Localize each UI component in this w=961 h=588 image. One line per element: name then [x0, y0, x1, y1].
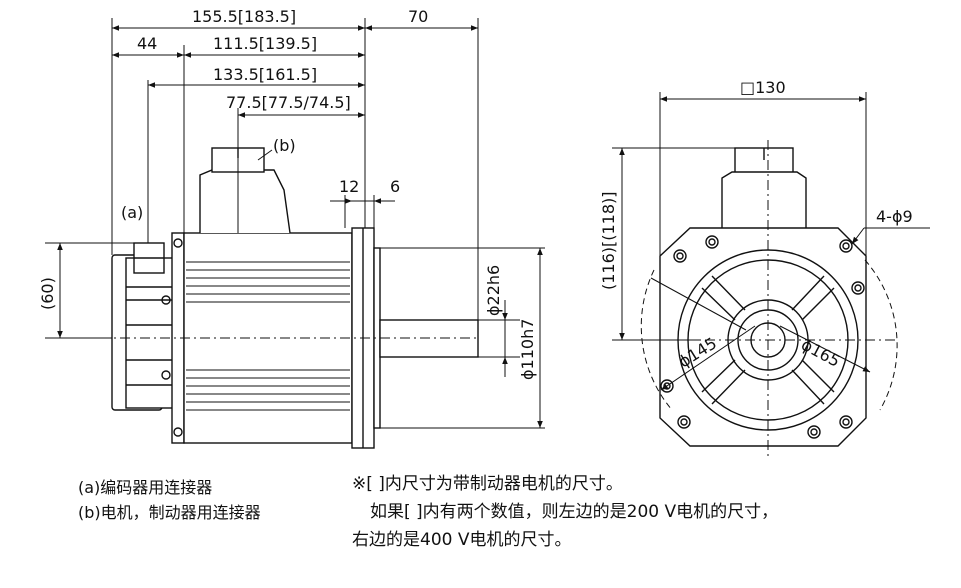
note-line-3: 右边的是400 V电机的尺寸。 [352, 530, 572, 550]
note-line-2: 如果[ ]内有两个数值，则左边的是200 V电机的尺寸， [370, 502, 779, 522]
dim-shaft-diameter: ϕ22h6 [484, 265, 503, 316]
label-b: (b) [273, 136, 296, 155]
label-a: (a) [121, 203, 143, 222]
dim-holes: 4-ϕ9 [876, 207, 913, 226]
dim-spigot-depth: 6 [390, 177, 400, 196]
dim-connector-height: (60) [38, 277, 57, 310]
dim-overall-length: 155.5[183.5] [192, 7, 296, 26]
front-view [659, 147, 867, 447]
side-view [111, 147, 479, 449]
dim-height-front: (116)[(118)] [599, 191, 618, 290]
side-labels: 155.5[183.5] 70 44 111.5[139.5] 133.5[16… [38, 7, 537, 380]
dim-length-a: 133.5[161.5] [213, 65, 317, 84]
footnote: ※[ ]内尺寸为带制动器电机的尺寸。 如果[ ]内有两个数值，则左边的是200 … [352, 470, 778, 554]
dim-shaft-length: 70 [408, 7, 428, 26]
dim-spigot-diameter: ϕ110h7 [518, 319, 537, 380]
side-dimensions [45, 18, 545, 429]
power-connector [199, 169, 291, 234]
dim-body-length: 111.5[139.5] [213, 34, 317, 53]
dim-square-size: □130 [740, 78, 786, 97]
note-line-1: ※[ ]内尺寸为带制动器电机的尺寸。 [352, 474, 623, 494]
front-dimensions [612, 92, 930, 460]
dim-flange-thickness: 12 [339, 177, 359, 196]
legend-a: (a)编码器用连接器 [78, 478, 213, 497]
dim-flange-offset: 44 [137, 34, 157, 53]
dim-length-b: 77.5[77.5/74.5] [226, 93, 351, 112]
legend: (a)编码器用连接器 (b)电机，制动器用连接器 [78, 475, 261, 525]
legend-b: (b)电机，制动器用连接器 [78, 503, 261, 522]
